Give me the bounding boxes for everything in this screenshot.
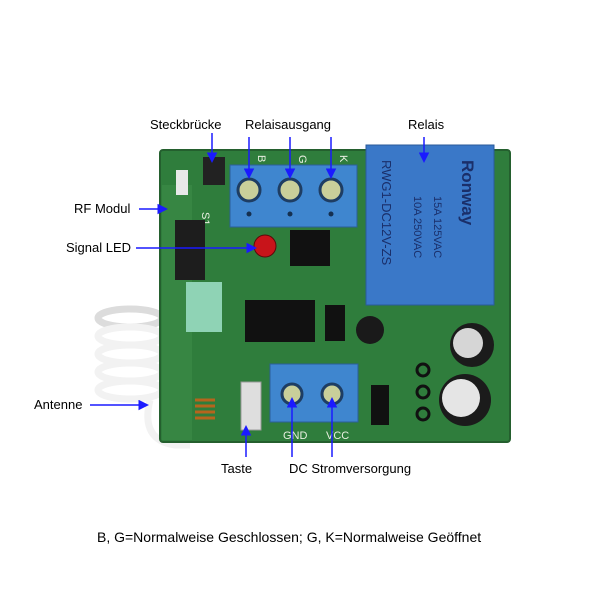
relay: Ronway 15A 125VAC 10A 250VAC RWG1-DC12V-…	[365, 144, 495, 306]
svg-text:10A 250VAC: 10A 250VAC	[411, 196, 423, 258]
label-antenna: Antenne	[34, 397, 82, 412]
marking-k: K	[337, 155, 349, 163]
svg-text:Ronway: Ronway	[458, 160, 477, 226]
marking-vcc: VCC	[326, 430, 349, 442]
label-relay-output: Relaisausgang	[245, 117, 331, 132]
marking-b: B	[255, 155, 267, 162]
relay-output-terminal	[229, 164, 358, 228]
callout-arrows	[90, 133, 430, 457]
caption: B, G=Normalweise Geschlossen; G, K=Norma…	[97, 529, 481, 545]
svg-text:15A 125VAC: 15A 125VAC	[431, 196, 443, 258]
label-signal-led: Signal LED	[66, 240, 131, 255]
power-terminal	[269, 363, 359, 423]
label-dc-power: DC Stromversorgung	[289, 461, 411, 476]
svg-text:RWG1-DC12V-ZS: RWG1-DC12V-ZS	[379, 160, 394, 266]
signal-led	[253, 234, 277, 258]
label-button: Taste	[221, 461, 252, 476]
label-jumper: Steckbrücke	[150, 117, 222, 132]
jumper-header	[176, 157, 225, 195]
label-rf-module: RF Modul	[74, 201, 130, 216]
label-relay: Relais	[408, 117, 445, 132]
push-button	[240, 381, 262, 431]
marking-g: G	[296, 155, 308, 164]
marking-gnd: GND	[283, 430, 308, 442]
